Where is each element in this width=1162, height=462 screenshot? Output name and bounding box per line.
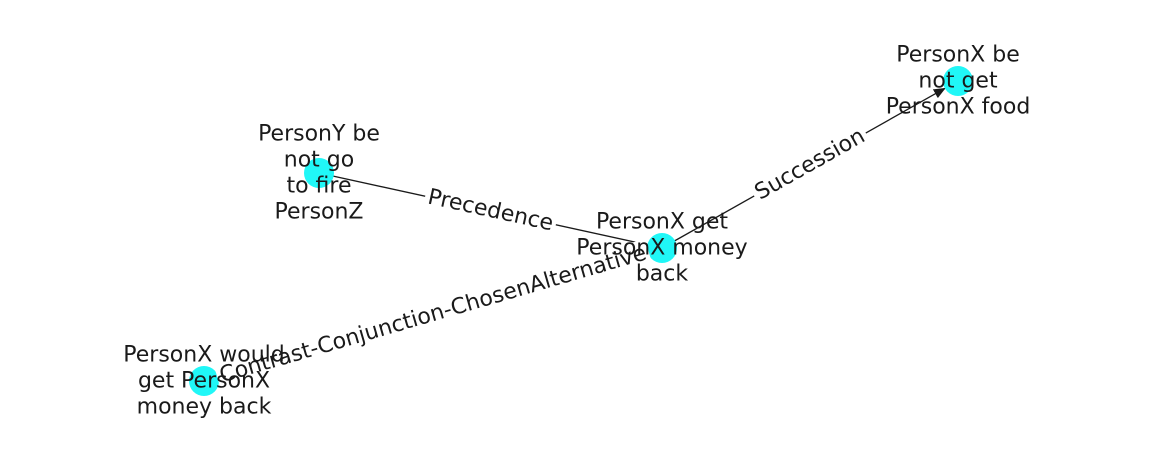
node-label-line: PersonX be — [896, 43, 1020, 68]
edge-label-text: Succession — [751, 124, 870, 206]
node-label-line: PersonX would — [123, 343, 284, 368]
node-label-line: PersonX get — [596, 210, 728, 235]
node-label-line: to fire — [286, 174, 351, 199]
edge-label-background — [747, 121, 873, 208]
node-label-line: PersonX money — [576, 236, 747, 261]
node-label-line: get PersonX — [138, 369, 270, 394]
nodes-layer — [189, 66, 973, 396]
node-label-line: PersonX food — [886, 95, 1031, 120]
edge-label-background — [422, 183, 559, 238]
node-label-line: not get — [918, 69, 998, 94]
node-label-line: PersonY be — [258, 122, 380, 147]
edge-label-precedence: Precedence — [422, 183, 559, 238]
node-get-money-back[interactable] — [647, 233, 677, 263]
edge-label-text: Precedence — [425, 185, 555, 237]
node-personx-not-get-food[interactable] — [943, 66, 973, 96]
node-would-get-money-back[interactable] — [189, 366, 219, 396]
node-label-line: back — [636, 262, 689, 287]
node-label-line: PersonZ — [275, 200, 364, 225]
node-persony-not-fire[interactable] — [304, 158, 334, 188]
node-label-line: not go — [284, 148, 354, 173]
edge-label-background — [213, 238, 653, 391]
node-label-line: money back — [137, 395, 272, 420]
edge-label-succession: Succession — [747, 121, 873, 208]
